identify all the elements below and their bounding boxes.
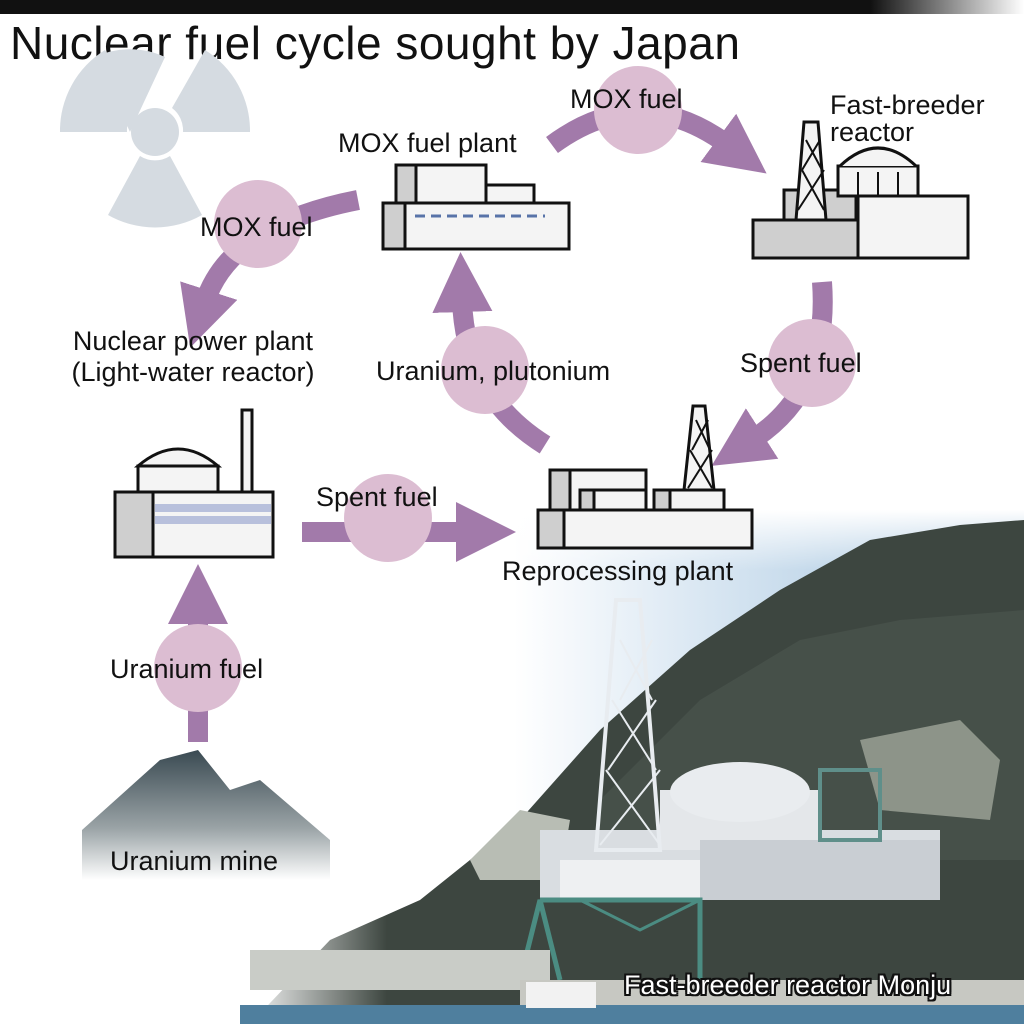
fast-breeder-reactor-icon — [751, 120, 970, 260]
spent-fuel-label-bottom: Spent fuel — [316, 482, 438, 512]
nuclear-power-plant-icon — [113, 408, 275, 559]
uranium-plutonium-label: Uranium, plutonium — [376, 356, 611, 386]
uranium-fuel-label: Uranium fuel — [110, 654, 264, 684]
node-mox-fuel-top — [594, 66, 682, 154]
node-uranium-plutonium — [441, 326, 529, 414]
spent-fuel-label-right: Spent fuel — [740, 348, 862, 378]
node-spent-fuel-bottom — [344, 474, 432, 562]
title-bar — [0, 0, 1024, 14]
mox-fuel-plant-icon — [381, 163, 571, 251]
mox-fuel-label-left: MOX fuel — [200, 212, 313, 242]
uranium-mine-label: Uranium mine — [110, 846, 279, 876]
nuclear-power-plant-label: Nuclear power plant (Light-water reactor… — [71, 326, 315, 388]
mox-fuel-plant-label: MOX fuel plant — [338, 128, 517, 158]
fast-breeder-reactor-label: Fast-breeder reactor — [830, 90, 985, 147]
photo-caption: Fast-breeder reactor Monju — [624, 970, 952, 1000]
reprocessing-plant-icon — [536, 404, 754, 550]
reprocessing-plant-label: Reprocessing plant — [502, 556, 734, 586]
mountain-icon — [82, 750, 330, 880]
mox-fuel-label-top: MOX fuel — [570, 84, 683, 114]
node-mox-fuel-left — [214, 180, 302, 268]
node-spent-fuel-right — [768, 319, 856, 407]
radiation-symbol-icon — [59, 49, 251, 228]
node-uranium-fuel — [154, 624, 242, 712]
